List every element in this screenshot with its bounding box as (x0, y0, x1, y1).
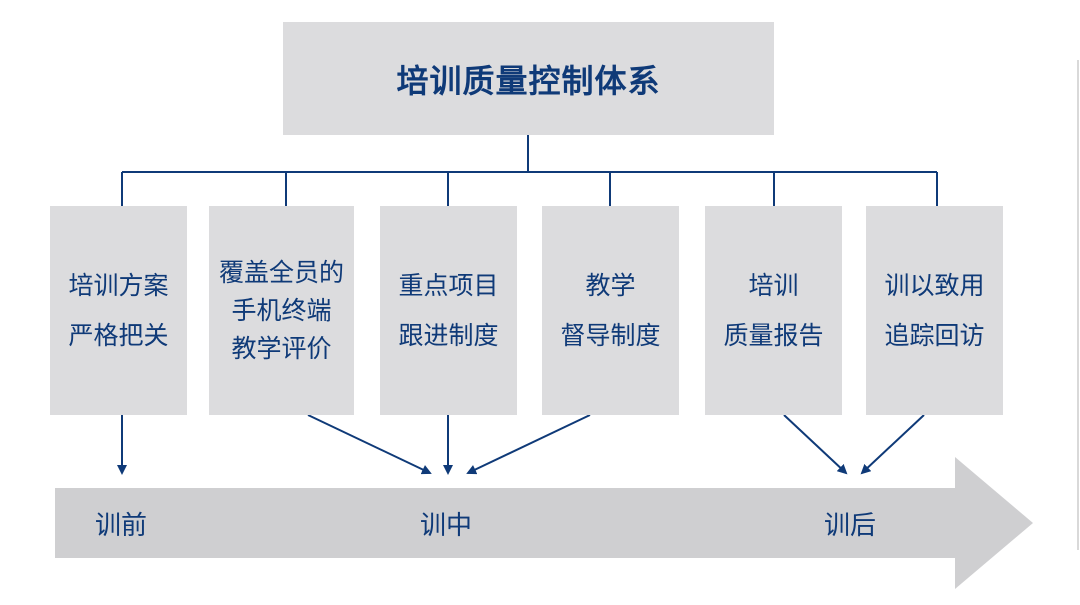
connector-tree (121, 135, 938, 206)
title-box: 培训质量控制体系 (283, 22, 774, 135)
diagram-title: 培训质量控制体系 (396, 61, 661, 100)
category-box-2: 覆盖全员的 手机终端 教学评价 (209, 206, 354, 415)
arrow-box5-post (783, 414, 848, 475)
category-box-4: 教学 督导制度 (542, 206, 679, 415)
category-box-3: 重点项目 跟进制度 (380, 206, 517, 415)
arrow-box2-mid (307, 414, 432, 475)
phase-label-pre: 训前 (95, 511, 148, 541)
arrow-box4-mid (466, 414, 591, 475)
phase-label-post: 训后 (824, 511, 877, 541)
arrow-box6-post (860, 414, 925, 475)
category-box-6: 训以致用 追踪回访 (866, 206, 1003, 415)
category-label-4: 教学 督导制度 (560, 270, 661, 350)
timeline-arrow (55, 457, 1033, 589)
phase-label-mid: 训中 (420, 511, 473, 541)
category-box-1: 培训方案 严格把关 (50, 206, 187, 415)
category-label-1: 培训方案 严格把关 (68, 270, 169, 350)
category-label-5: 培训 质量报告 (723, 270, 824, 350)
category-label-3: 重点项目 跟进制度 (398, 270, 499, 350)
category-box-5: 培训 质量报告 (705, 206, 842, 415)
phase-arrows (117, 414, 925, 475)
edge-divider-line (1077, 60, 1079, 550)
category-label-2: 覆盖全员的 手机终端 教学评价 (218, 257, 344, 363)
category-label-6: 训以致用 追踪回访 (884, 270, 985, 350)
